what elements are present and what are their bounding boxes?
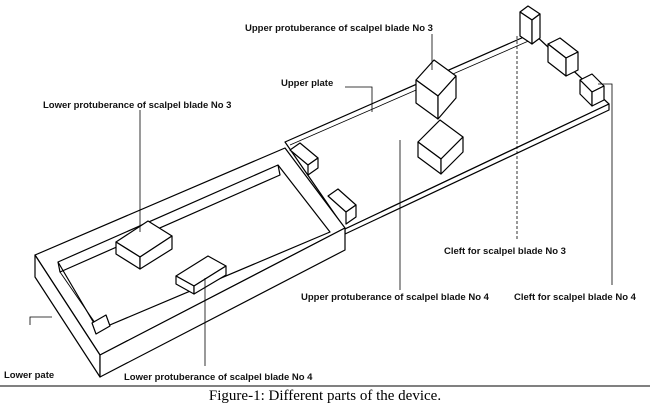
upper-protuberance-no3-block [415, 59, 457, 120]
label-upper-protuberance-no4: Upper protuberance of scalpel blade No 4 [301, 292, 490, 303]
upper-protuberance-no4-block [417, 119, 464, 175]
label-cleft-no3: Cleft for scalpel blade No 3 [444, 246, 566, 257]
figure-caption: Figure-1: Different parts of the device. [208, 388, 442, 404]
lower-protuberance-no4-block [175, 255, 227, 295]
leader-lines [29, 34, 613, 366]
lower-plate [34, 147, 346, 378]
label-lower-protuberance-no4: Lower protuberance of scalpel blade No 4 [124, 372, 313, 383]
tray-lip [91, 314, 111, 335]
label-upper-protuberance-no3: Upper protuberance of scalpel blade No 3 [245, 23, 433, 34]
label-lower-plate: Lower pate [4, 370, 54, 381]
label-lower-protuberance-no3: Lower protuberance of scalpel blade No 3 [43, 100, 231, 111]
lower-protuberance-no3-block [115, 220, 173, 270]
hinge [289, 142, 357, 225]
label-upper-plate: Upper plate [281, 78, 333, 89]
cleft-posts [519, 5, 605, 107]
label-cleft-no4: Cleft for scalpel blade No 4 [514, 292, 637, 303]
